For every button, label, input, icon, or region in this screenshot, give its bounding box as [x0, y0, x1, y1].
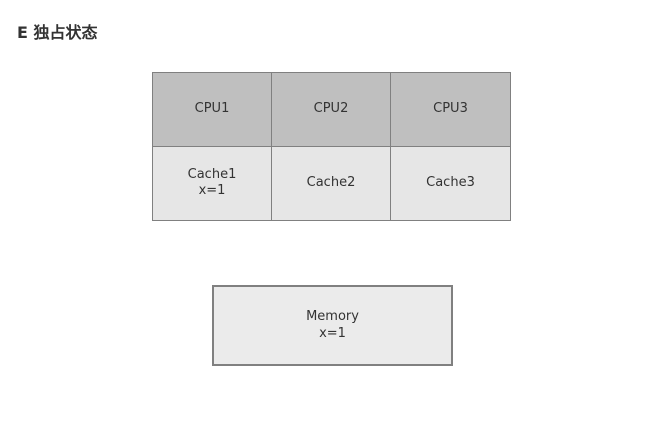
memory-value: x=1 [319, 325, 346, 341]
cache-label-3: Cache3 [426, 175, 475, 191]
cache-box-3: Cache3 [391, 146, 510, 220]
cache-label-1: Cache1 [187, 167, 237, 182]
cpu-cache-grid: CPU1 CPU2 CPU3 Cache1 x=1 Cache2 Cache3 [152, 72, 511, 221]
diagram-title: E 独占状态 [17, 23, 98, 42]
cpu-label-3: CPU3 [433, 101, 468, 117]
cpu-label-1: CPU1 [194, 101, 230, 117]
memory-box: Memory x=1 [212, 285, 453, 366]
cpu-label-2: CPU2 [313, 101, 349, 117]
cache-box-2: Cache2 [272, 146, 391, 220]
cache-value-1: x=1 [198, 183, 226, 199]
cpu-box-2: CPU2 [272, 73, 391, 147]
cpu-box-3: CPU3 [391, 73, 510, 147]
cpu-box-1: CPU1 [153, 73, 272, 147]
cache-box-1: Cache1 x=1 [153, 146, 272, 220]
cache-label-2: Cache2 [306, 175, 356, 191]
memory-label: Memory [306, 309, 359, 325]
